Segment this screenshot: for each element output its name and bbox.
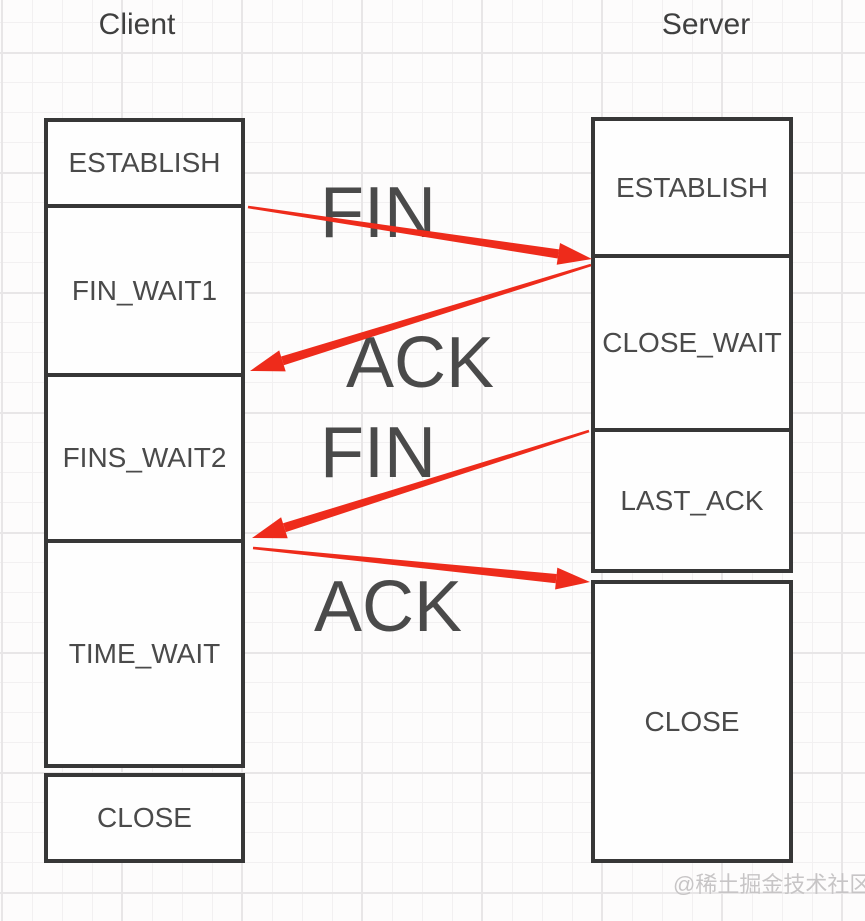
client-state-close-label: CLOSE — [97, 802, 192, 833]
arrow-ack-2-head — [250, 350, 286, 372]
watermark: @稀土掘金技术社区 — [673, 872, 865, 897]
message-label-fin-1: FIN — [320, 173, 436, 253]
client-state-establish-label: ESTABLISH — [68, 147, 221, 178]
server-state-close: CLOSE — [591, 580, 793, 863]
client-column-title: Client — [98, 8, 176, 41]
message-label-ack-2: ACK — [313, 567, 463, 647]
client-state-establish: ESTABLISH — [44, 118, 245, 208]
client-state-time-wait-label: TIME_WAIT — [68, 637, 221, 669]
arrow-ack-4-head — [555, 567, 590, 590]
server-state-close-wait: CLOSE_WAIT — [591, 254, 793, 432]
message-label-ack-1: ACK — [345, 323, 495, 403]
server-state-last-ack-label: LAST_ACK — [620, 484, 764, 516]
client-state-fin-wait1-label: FIN_WAIT1 — [71, 274, 218, 306]
server-state-establish-label: ESTABLISH — [616, 171, 768, 203]
arrow-fin-1-head — [556, 243, 592, 265]
client-state-close: CLOSE — [44, 773, 245, 863]
client-state-time-wait: TIME_WAIT — [44, 539, 245, 768]
arrow-fin-3-head — [252, 517, 288, 539]
server-state-close-label: CLOSE — [644, 705, 740, 737]
server-column-title: Server — [661, 8, 751, 41]
client-state-fins-wait2-label: FINS_WAIT2 — [62, 442, 227, 473]
message-label-fin-2: FIN — [320, 413, 436, 493]
client-state-fin-wait1: FIN_WAIT1 — [44, 204, 245, 377]
client-state-fins-wait2: FINS_WAIT2 — [44, 373, 245, 543]
server-state-close-wait-label: CLOSE_WAIT — [602, 327, 782, 358]
server-state-last-ack: LAST_ACK — [591, 428, 793, 573]
server-state-establish: ESTABLISH — [591, 117, 793, 258]
